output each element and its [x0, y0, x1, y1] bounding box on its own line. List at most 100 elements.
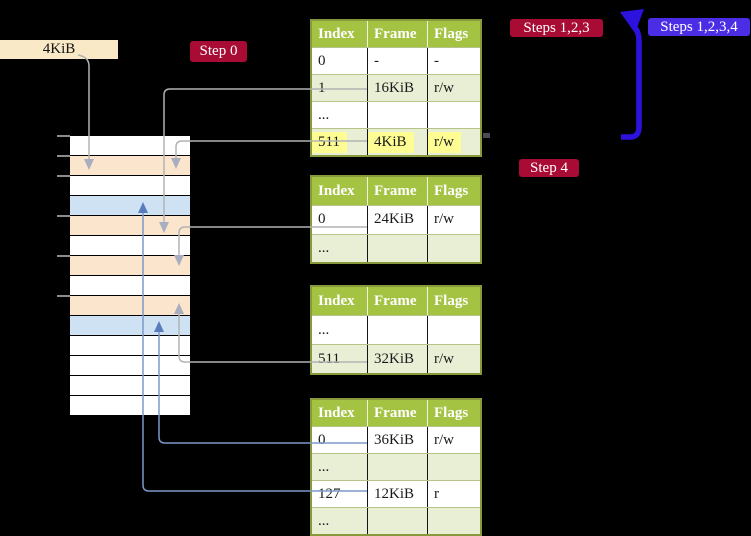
table-cell [368, 102, 428, 128]
table-cell: ... [312, 316, 368, 344]
column-header: Frame [368, 287, 428, 315]
table-header-row: Index Frame Flags [312, 177, 480, 205]
table-cell: 0 [312, 427, 368, 453]
table-row: 0 36KiB r/w [312, 426, 480, 453]
table-cell: 0 [312, 48, 368, 74]
loop-arrowhead-icon [620, 9, 644, 33]
table-cell: 32KiB [368, 345, 428, 373]
memory-row [70, 376, 190, 396]
tick-mark [57, 295, 70, 297]
table-cell [368, 316, 428, 344]
steps1234-badge: Steps 1,2,3,4 [648, 18, 750, 36]
frame-size-label: 4KiB [0, 40, 118, 59]
table-row: 0 24KiB r/w [312, 205, 480, 234]
memory-row [70, 256, 190, 276]
memory-row [70, 316, 190, 336]
table-cell: 1 [312, 75, 368, 101]
table-cell: ... [312, 508, 368, 534]
table-cell [428, 316, 480, 344]
memory-row [70, 236, 190, 256]
table-row: 127 12KiB r [312, 480, 480, 507]
tick-mark [57, 255, 70, 257]
table-cell: ... [312, 454, 368, 480]
table-cell: 511 [312, 129, 368, 155]
page-table-1: Index Frame Flags 0 - - 1 16KiB r/w ... … [310, 19, 482, 157]
memory-column [69, 135, 191, 416]
step0-badge: Step 0 [190, 41, 247, 62]
column-header: Frame [368, 21, 428, 47]
column-header: Index [312, 400, 368, 426]
table-cell [368, 454, 428, 480]
table-cell: 0 [312, 206, 368, 234]
column-header: Index [312, 177, 368, 205]
table-row: ... [312, 233, 480, 263]
memory-row [70, 336, 190, 356]
table-cell: 24KiB [368, 206, 428, 234]
table-cell: - [434, 53, 439, 69]
memory-row [70, 136, 190, 156]
page-table-4: Index Frame Flags 0 36KiB r/w ... 127 12… [310, 398, 482, 536]
table-cell: r/w [434, 80, 454, 96]
highlight: 4KiB [368, 132, 414, 153]
table-cell [368, 234, 428, 262]
table-cell: r/w [434, 211, 454, 227]
table-row: 1 16KiB r/w [312, 74, 480, 101]
memory-row [70, 196, 190, 216]
memory-row [70, 216, 190, 236]
table-row: ... [312, 507, 480, 534]
tick-mark [57, 175, 70, 177]
table-row-highlighted: 511 4KiB r/w [312, 128, 480, 155]
column-header: Flags [434, 405, 469, 421]
memory-row [70, 176, 190, 196]
table-row: ... [312, 453, 480, 480]
table-cell: r [434, 486, 439, 502]
tick-mark [57, 155, 70, 157]
loop-arrow-icon [621, 22, 642, 140]
table-row: 0 - - [312, 47, 480, 74]
table-cell: 12KiB [368, 481, 428, 507]
column-header: Index [312, 21, 368, 47]
table-cell [428, 454, 480, 480]
memory-row [70, 356, 190, 376]
table-cell: r/w [434, 432, 454, 448]
tick-mark [57, 215, 70, 217]
step4-badge: Step 4 [519, 159, 579, 177]
table-row: 511 32KiB r/w [312, 344, 480, 373]
column-header: Flags [434, 183, 469, 199]
page-table-3: Index Frame Flags ... 511 32KiB r/w [310, 285, 482, 375]
memory-row [70, 156, 190, 176]
table-cell: 4KiB [368, 129, 428, 155]
table-cell: 36KiB [368, 427, 428, 453]
column-header: Flags [434, 26, 469, 42]
table-cell: ... [312, 234, 368, 262]
table-cell: ... [312, 102, 368, 128]
memory-row [70, 396, 190, 415]
table-header-row: Index Frame Flags [312, 287, 480, 315]
table-header-row: Index Frame Flags [312, 21, 480, 47]
column-header: Index [312, 287, 368, 315]
table-cell: 16KiB [368, 75, 428, 101]
steps123-badge: Steps 1,2,3 [510, 19, 603, 37]
memory-row [70, 276, 190, 296]
table-row: ... [312, 315, 480, 344]
table-cell: 127 [312, 481, 368, 507]
table-cell [428, 235, 480, 263]
table-cell [368, 508, 428, 534]
table-cell: 511 [312, 345, 368, 373]
table-cell [428, 102, 480, 128]
table-row: ... [312, 101, 480, 128]
table-cell: r/w [434, 351, 454, 367]
table-cell: r/w [428, 129, 480, 155]
column-header: Flags [434, 293, 469, 309]
table-header-row: Index Frame Flags [312, 400, 480, 426]
table-cell [428, 508, 480, 534]
column-header: Frame [368, 177, 428, 205]
memory-row [70, 296, 190, 316]
table-cell: - [368, 48, 428, 74]
highlight: 511 [312, 132, 347, 153]
column-header: Frame [368, 400, 428, 426]
highlight: r/w [428, 132, 461, 153]
dash-mark [483, 133, 490, 138]
tick-mark [57, 135, 70, 137]
page-table-2: Index Frame Flags 0 24KiB r/w ... [310, 175, 482, 264]
